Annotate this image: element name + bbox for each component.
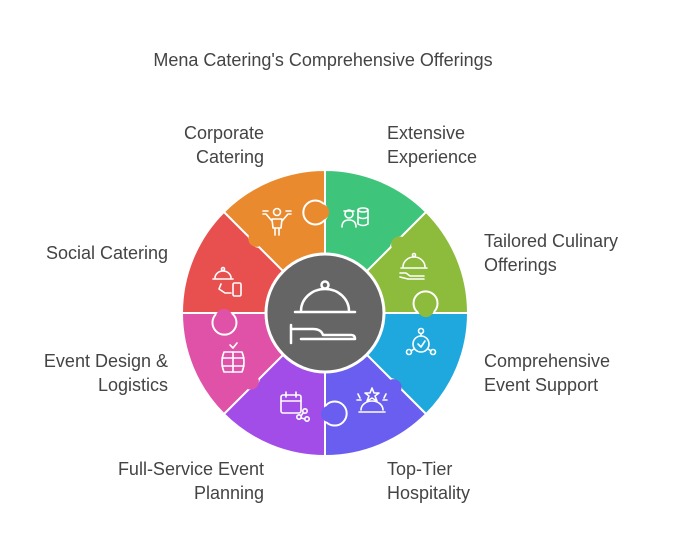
food-delivery-icon xyxy=(212,266,242,297)
barrel-icon xyxy=(221,342,245,373)
label-corporate-catering: Corporate Catering xyxy=(183,123,264,167)
puzzle-knob-joint xyxy=(417,301,434,318)
serving-cloche-icon xyxy=(399,252,428,280)
puzzle-knob-joint xyxy=(216,308,233,325)
label-comprehensive-event-support: Comprehensive Event Support xyxy=(484,351,611,395)
star-service-icon xyxy=(356,387,388,413)
label-extensive-experience: Extensive Experience xyxy=(387,123,478,167)
puzzle-knob-joint xyxy=(242,373,259,390)
diagram-title: Mena Catering's Comprehensive Offerings xyxy=(153,50,493,70)
worker-coins-icon xyxy=(341,207,369,228)
puzzle-knob-joint xyxy=(320,405,337,422)
label-tailored-culinary-offerings: Tailored Culinary Offerings xyxy=(484,231,619,275)
business-people-icon xyxy=(262,207,292,236)
label-full-service-event-planning: Full-Service Event Planning xyxy=(117,459,264,503)
puzzle-knob-joint xyxy=(391,236,408,253)
label-social-catering: Social Catering xyxy=(45,243,168,263)
cloche-hand-icon xyxy=(289,280,357,345)
puzzle-knob-joint xyxy=(385,379,402,396)
label-top-tier-hospitality: Top-Tier Hospitality xyxy=(387,459,471,503)
support-network-icon xyxy=(405,327,437,356)
puzzle-knob-joint xyxy=(313,204,330,221)
puzzle-knob-joint xyxy=(248,230,265,247)
calendar-share-icon xyxy=(280,391,311,423)
label-event-design-logistics: Event Design & Logistics xyxy=(43,351,168,395)
